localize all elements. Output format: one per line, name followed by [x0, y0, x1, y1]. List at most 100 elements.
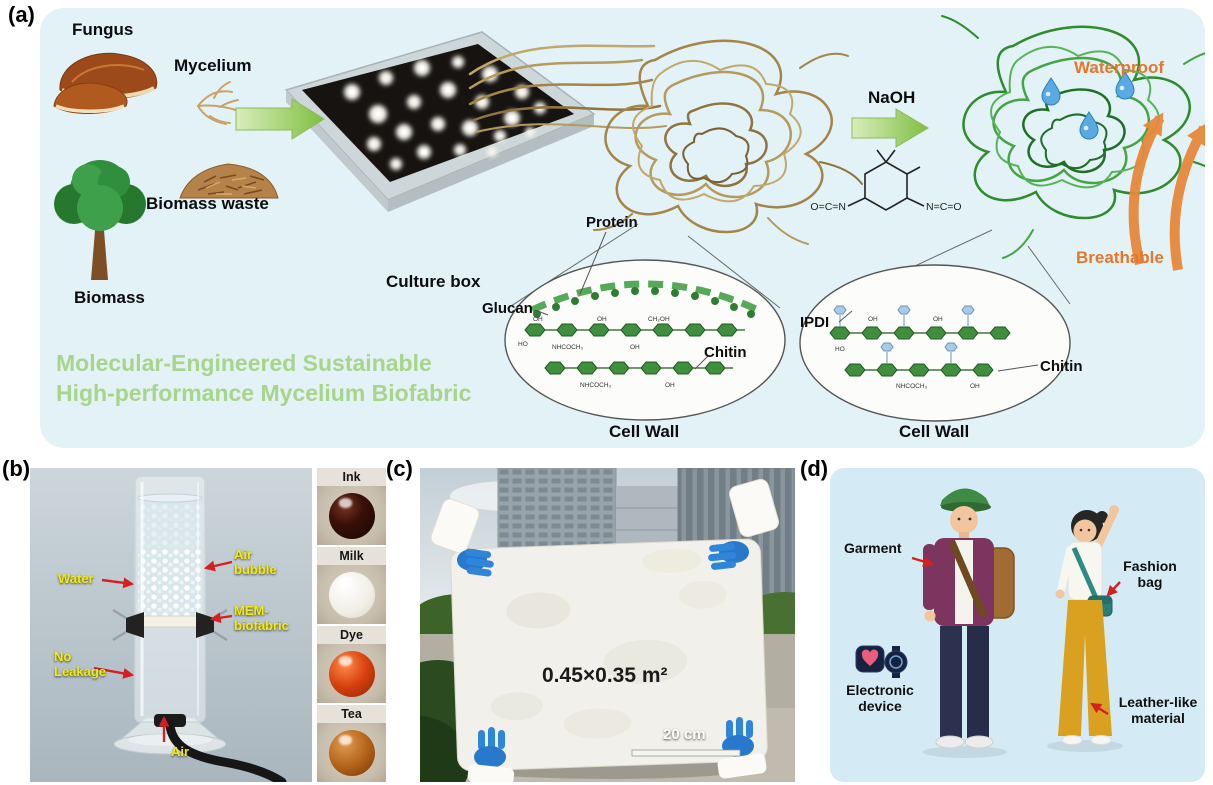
- culture-box-illustration: [284, 31, 596, 212]
- svg-text:NHCOCH₃: NHCOCH₃: [580, 382, 612, 389]
- biofabric-illustration: [941, 15, 1205, 259]
- air-hose: [165, 721, 287, 782]
- cell-wall-label-2: Cell Wall: [899, 422, 970, 441]
- chitin-chains-grafted: [829, 326, 1011, 377]
- biomass-waste-illustration: [179, 163, 279, 199]
- chitin-chains: [524, 323, 745, 375]
- fungus-label: Fungus: [72, 20, 134, 39]
- outdoor-photo-scene: [420, 468, 795, 782]
- mycelium-sketch: [197, 81, 239, 125]
- protein-label: Protein: [586, 214, 638, 231]
- naoh-label: NaOH: [868, 88, 916, 107]
- svg-text:CH₂OH: CH₂OH: [648, 316, 670, 323]
- culture-box-label: Culture box: [386, 272, 481, 291]
- svg-text:OH: OH: [868, 316, 878, 323]
- droplet-photo-ink: [317, 486, 386, 545]
- svg-text:OH: OH: [597, 316, 607, 323]
- droplet-gallery: Ink Milk Dye Tea: [317, 468, 386, 782]
- protein-layer: [530, 280, 760, 314]
- dye-droplet: [328, 650, 375, 697]
- cell-wall-label-1: Cell Wall: [609, 422, 680, 441]
- mycelium-fiber-bundle: [468, 39, 863, 245]
- ipdi-label: IPDI: [800, 314, 830, 331]
- leakage-test-scene: [93, 475, 287, 782]
- water-droplet-icons: [1041, 71, 1135, 140]
- glucan-label: Glucan: [482, 300, 533, 317]
- droplet-label-ink: Ink: [317, 468, 386, 486]
- cap: [940, 488, 990, 506]
- air-label: Air: [171, 744, 190, 759]
- air-bubbles: [138, 548, 202, 616]
- panel-d-tag: (d): [800, 456, 829, 481]
- droplet-photo-milk: [317, 565, 386, 624]
- svg-text:OH: OH: [533, 316, 543, 323]
- chem-annotations-modified: OH OH HO NHCOCH₃ OH: [835, 316, 980, 390]
- breathable-label: Breathable: [1076, 248, 1164, 267]
- scale-bar: [631, 749, 741, 757]
- panel-c-tag: (c): [386, 456, 413, 481]
- annotation-arrows-b: [93, 560, 233, 742]
- fashion-bag-label: Fashion bag: [1123, 558, 1177, 591]
- droplet-cell-milk: Milk: [317, 547, 386, 624]
- applications-scene: [855, 488, 1123, 758]
- svg-text:OH: OH: [970, 383, 980, 390]
- waterproof-label: Waterproof: [1074, 58, 1165, 77]
- woman-illustration: [1055, 505, 1119, 745]
- leather-like-label: Leather-like material: [1118, 694, 1198, 727]
- droplet-cell-tea: Tea: [317, 705, 386, 782]
- droplet-cell-ink: Ink: [317, 468, 386, 545]
- svg-text:OH: OH: [933, 316, 943, 323]
- figure-title-line2: High-performance Mycelium Biofabric: [56, 380, 472, 406]
- milk-droplet: [328, 571, 375, 618]
- panel-c-large-sheet-photo: 0.45×0.35 m² 20 cm: [420, 468, 795, 782]
- man-illustration: [923, 488, 1015, 749]
- biomass-waste-label: Biomass waste: [146, 194, 269, 213]
- garment-label: Garment: [844, 540, 902, 556]
- smartwatch-icon: [884, 650, 908, 674]
- panel-b-tag: (b): [2, 456, 31, 481]
- glucan-dots: [533, 287, 755, 318]
- annotation-arrows-d: [911, 556, 1121, 716]
- no-leakage-label: No Leakage: [54, 649, 107, 679]
- panel-a-schematic: OH OH CH₂OH NHCOCH₃ OH NHCOCH₃ OH HO: [40, 8, 1205, 448]
- heart-icon: [861, 649, 879, 666]
- panel-d-applications: Garment Fashion bag Electronic device Le…: [830, 468, 1205, 782]
- droplet-label-milk: Milk: [317, 547, 386, 565]
- biomass-tree-illustration: [54, 160, 146, 280]
- panel-a-tag: (a): [8, 2, 35, 27]
- droplet-photo-tea: [317, 723, 386, 782]
- svg-text:OH: OH: [665, 382, 675, 389]
- breathable-arrows: [1128, 112, 1205, 271]
- clamp-right: [196, 608, 228, 642]
- process-arrow-1: [235, 98, 325, 140]
- leather-like-pants: [1058, 600, 1112, 736]
- tea-droplet: [328, 729, 375, 776]
- gloved-hands: [430, 478, 779, 782]
- ink-droplet: [328, 492, 375, 539]
- clamp-left: [112, 608, 144, 642]
- svg-text:NHCOCH₃: NHCOCH₃: [552, 344, 584, 351]
- biomass-label: Biomass: [74, 288, 145, 307]
- chem-annotations-native: OH OH CH₂OH NHCOCH₃ OH NHCOCH₃ OH HO: [518, 316, 675, 389]
- svg-text:HO: HO: [518, 341, 528, 348]
- svg-text:OH: OH: [630, 344, 640, 351]
- sheet-size-label: 0.45×0.35 m²: [542, 664, 668, 687]
- droplet-photo-dye: [317, 644, 386, 703]
- svg-text:O=C=N: O=C=N: [810, 201, 846, 213]
- water-label: Water: [58, 571, 94, 586]
- scale-bar-label: 20 cm: [663, 726, 706, 743]
- droplet-cell-dye: Dye: [317, 626, 386, 703]
- svg-text:N=C=O: N=C=O: [926, 201, 962, 213]
- mycelium-label: Mycelium: [174, 56, 252, 75]
- panel-b-leak-test: Water Air bubble MEM-biofabric No Leakag…: [30, 468, 312, 782]
- fungus-illustration: [53, 52, 158, 114]
- electronic-device-icons: [855, 645, 908, 678]
- air-bubble-label: Air bubble: [234, 547, 277, 577]
- chitin-label-2: Chitin: [1040, 358, 1083, 375]
- ipdi-molecule: N=C=O O=C=N: [810, 149, 962, 213]
- svg-text:HO: HO: [835, 346, 845, 353]
- biofabric-sheet: [450, 538, 768, 772]
- svg-text:NHCOCH₃: NHCOCH₃: [896, 383, 928, 390]
- cell-wall-diagram-modified: OH OH HO NHCOCH₃ OH: [799, 264, 1071, 422]
